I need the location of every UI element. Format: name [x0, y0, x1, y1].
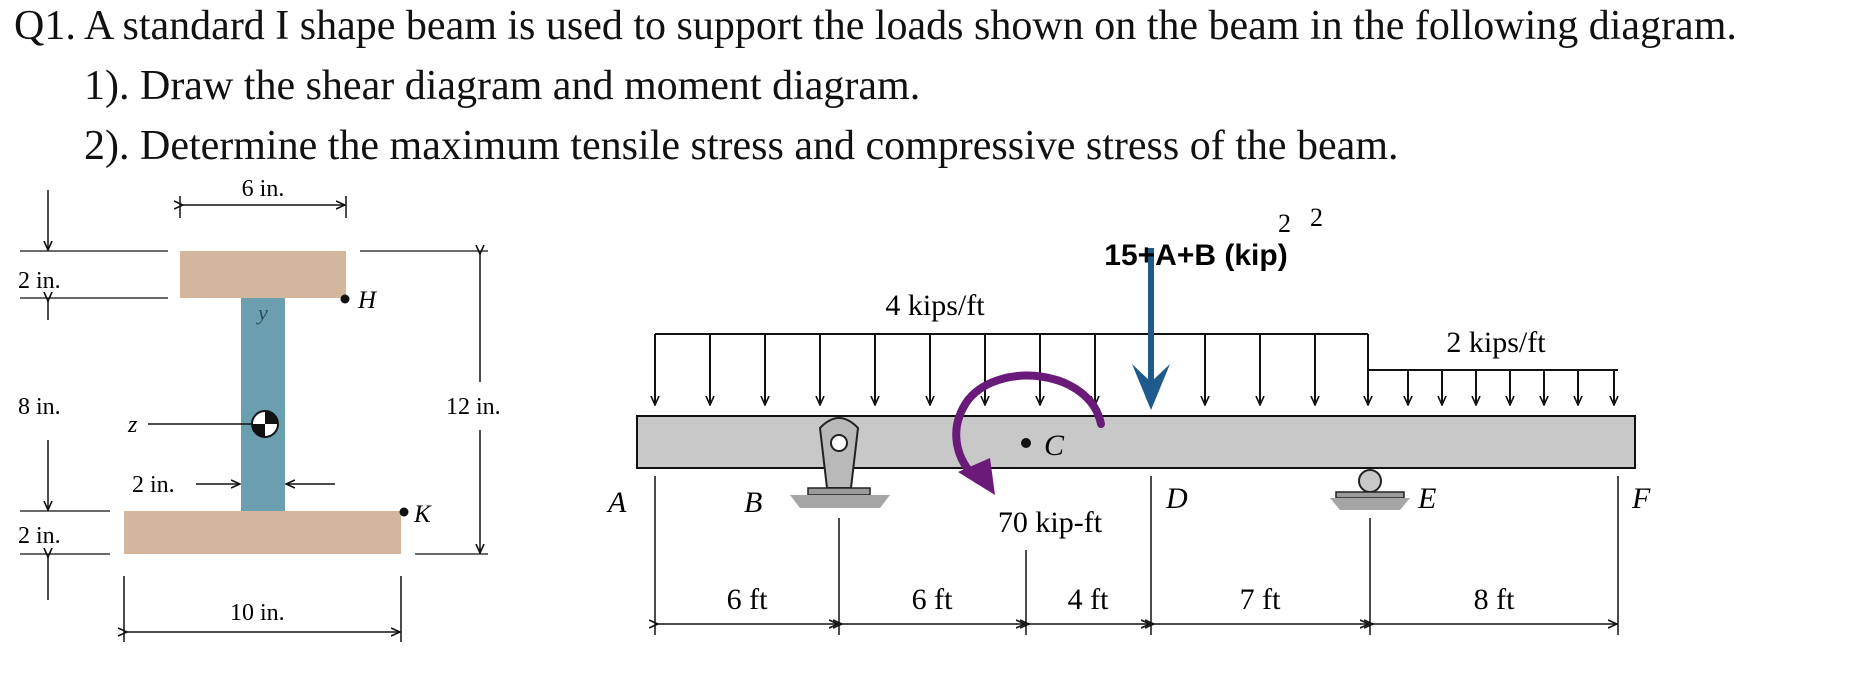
point-load-label: 15+A+B (kip): [1104, 239, 1287, 272]
pin-support-b: [790, 417, 890, 508]
point-f-label: F: [1631, 482, 1651, 515]
dist-load-2-arrows: [1408, 370, 1614, 404]
span-cd: 4 ft: [1068, 583, 1109, 616]
top-flange: [180, 251, 346, 298]
point-b-label: B: [744, 486, 762, 519]
point-h-label: H: [357, 287, 378, 314]
point-a-label: A: [606, 486, 627, 519]
span-de: 7 ft: [1240, 583, 1281, 616]
dim-bottom-flange: 2 in.: [18, 523, 61, 549]
dim-web-height: 8 in.: [18, 394, 61, 420]
point-c-label: C: [1044, 429, 1065, 462]
dim-top-flange: 2 in.: [18, 268, 61, 294]
centroid-icon: [251, 410, 279, 438]
handwritten-note-b: 2: [1310, 203, 1323, 232]
z-axis-label: z: [127, 412, 138, 438]
moment-arrow: [952, 371, 1105, 495]
point-h-dot: [340, 294, 350, 304]
point-k-dot: [399, 507, 409, 517]
handwritten-note-a: 2: [1278, 209, 1291, 238]
point-e-label: E: [1417, 482, 1436, 515]
dist-load-1-label: 4 kips/ft: [885, 289, 985, 322]
question-title: Q1. A standard I shape beam is used to s…: [14, 3, 1737, 49]
span-ab: 6 ft: [727, 583, 768, 616]
web: [241, 298, 285, 511]
y-axis-label: y: [256, 300, 268, 325]
span-ef: 8 ft: [1474, 583, 1515, 616]
dim-overall-height: 12 in.: [446, 394, 501, 420]
dim-web-width: 2 in.: [132, 472, 175, 498]
dim-top-width: 6 in.: [242, 176, 285, 202]
dim-bottom-width: 10 in.: [230, 600, 285, 626]
i-section: z y 6 in. 2 in. 8 in. 2 in. 12 in. 2 in.: [18, 176, 501, 642]
point-c-dot: [1021, 438, 1031, 448]
point-d-label: D: [1165, 482, 1188, 515]
beam-diagram: 4 kips/ft 2 kips/ft 15+A+B (kip) 2 2 70 …: [606, 203, 1651, 635]
point-k-label: K: [413, 501, 432, 528]
roller-support-e: [1330, 469, 1410, 510]
question-part-1: 1). Draw the shear diagram and moment di…: [84, 63, 921, 109]
bottom-flange: [124, 511, 401, 554]
dist-load-2-label: 2 kips/ft: [1446, 326, 1546, 359]
question-part-2: 2). Determine the maximum tensile stress…: [84, 123, 1399, 169]
beam: [636, 415, 1636, 469]
span-bc: 6 ft: [912, 583, 953, 616]
dist-load-4-arrows: [655, 334, 1368, 404]
point-load-arrow: [1132, 248, 1170, 410]
moment-label: 70 kip-ft: [998, 506, 1103, 539]
